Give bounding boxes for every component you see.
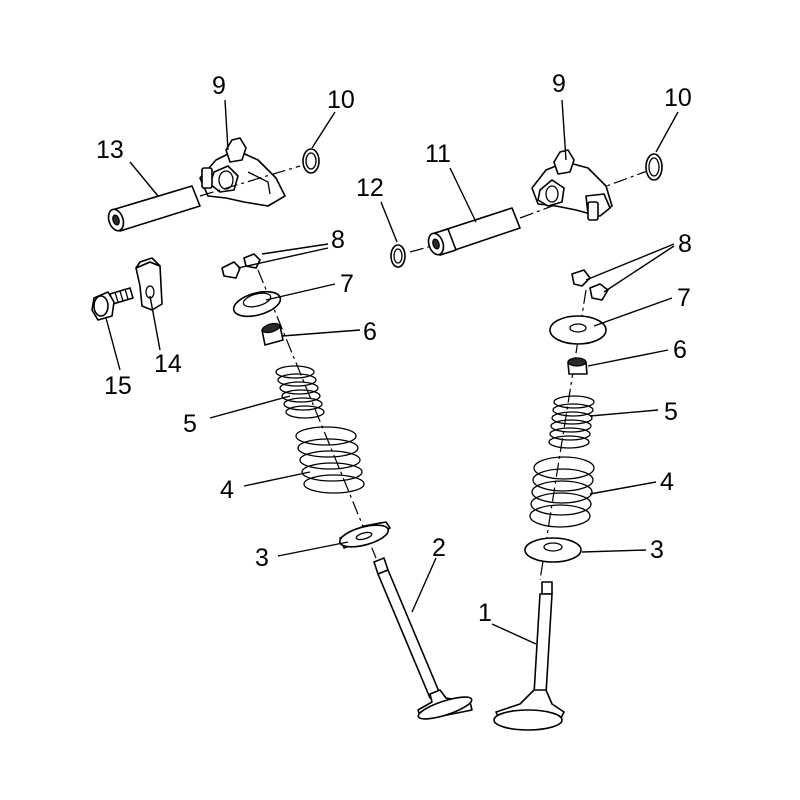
inner-spring-5-left xyxy=(275,365,325,419)
o-ring-10-left xyxy=(302,148,320,174)
callout-12: 12 xyxy=(356,174,384,202)
callout-3-right: 3 xyxy=(650,536,664,564)
bracket-14 xyxy=(135,257,163,311)
rocker-shaft-11 xyxy=(427,207,521,256)
valve-1 xyxy=(493,581,565,731)
callout-5-left: 5 xyxy=(183,410,197,438)
axis-right-shaft-left xyxy=(409,245,433,253)
callout-8-right: 8 xyxy=(678,230,692,258)
callout-8-left: 8 xyxy=(331,226,345,254)
callout-7-left: 7 xyxy=(340,270,354,298)
callout-4-left: 4 xyxy=(220,476,234,504)
callout-15: 15 xyxy=(104,372,132,400)
o-ring-12 xyxy=(390,244,406,268)
callouts: 1 2 3 3 4 4 5 5 6 6 7 7 8 8 9 9 10 10 11… xyxy=(96,70,692,627)
callout-1: 1 xyxy=(478,599,492,627)
callout-14: 14 xyxy=(154,350,182,378)
valve-stem-seal-6-left xyxy=(261,322,284,346)
callout-6-left: 6 xyxy=(363,318,377,346)
bolt-15 xyxy=(91,287,134,321)
valve-keepers-8-left xyxy=(221,253,261,279)
callout-2: 2 xyxy=(432,534,446,562)
rocker-shaft-13 xyxy=(107,185,201,232)
rocker-arm-9-right xyxy=(531,149,613,221)
rocker-arm-9-left xyxy=(199,137,286,207)
outer-spring-4-left xyxy=(295,426,365,494)
callout-11: 11 xyxy=(425,140,451,168)
callout-7-right: 7 xyxy=(677,284,691,312)
valve-axis-left xyxy=(257,269,377,559)
spring-seat-3-left xyxy=(338,521,391,549)
valve-2 xyxy=(373,557,473,720)
spring-seat-3-right xyxy=(524,537,582,563)
callout-3-left: 3 xyxy=(255,544,269,572)
valve-keepers-8-right xyxy=(571,269,609,301)
callout-9-right: 9 xyxy=(552,70,566,98)
leader-lines xyxy=(105,99,679,645)
callout-9-left: 9 xyxy=(212,72,226,100)
spring-retainer-7-left xyxy=(232,290,282,318)
rocker-axis-left xyxy=(199,165,301,197)
o-ring-10-right xyxy=(645,153,663,181)
callout-10-right: 10 xyxy=(664,84,692,112)
callout-4-right: 4 xyxy=(660,468,674,496)
callout-10-left: 10 xyxy=(327,86,355,114)
callout-13: 13 xyxy=(96,136,124,164)
valve-axis-right xyxy=(539,289,587,581)
spring-retainer-7-right xyxy=(549,315,607,345)
callout-6-right: 6 xyxy=(673,336,687,364)
outer-spring-4-right xyxy=(529,456,595,528)
callout-5-right: 5 xyxy=(664,398,678,426)
inner-spring-5-right xyxy=(548,395,595,449)
valve-stem-seal-6-right xyxy=(567,357,588,375)
